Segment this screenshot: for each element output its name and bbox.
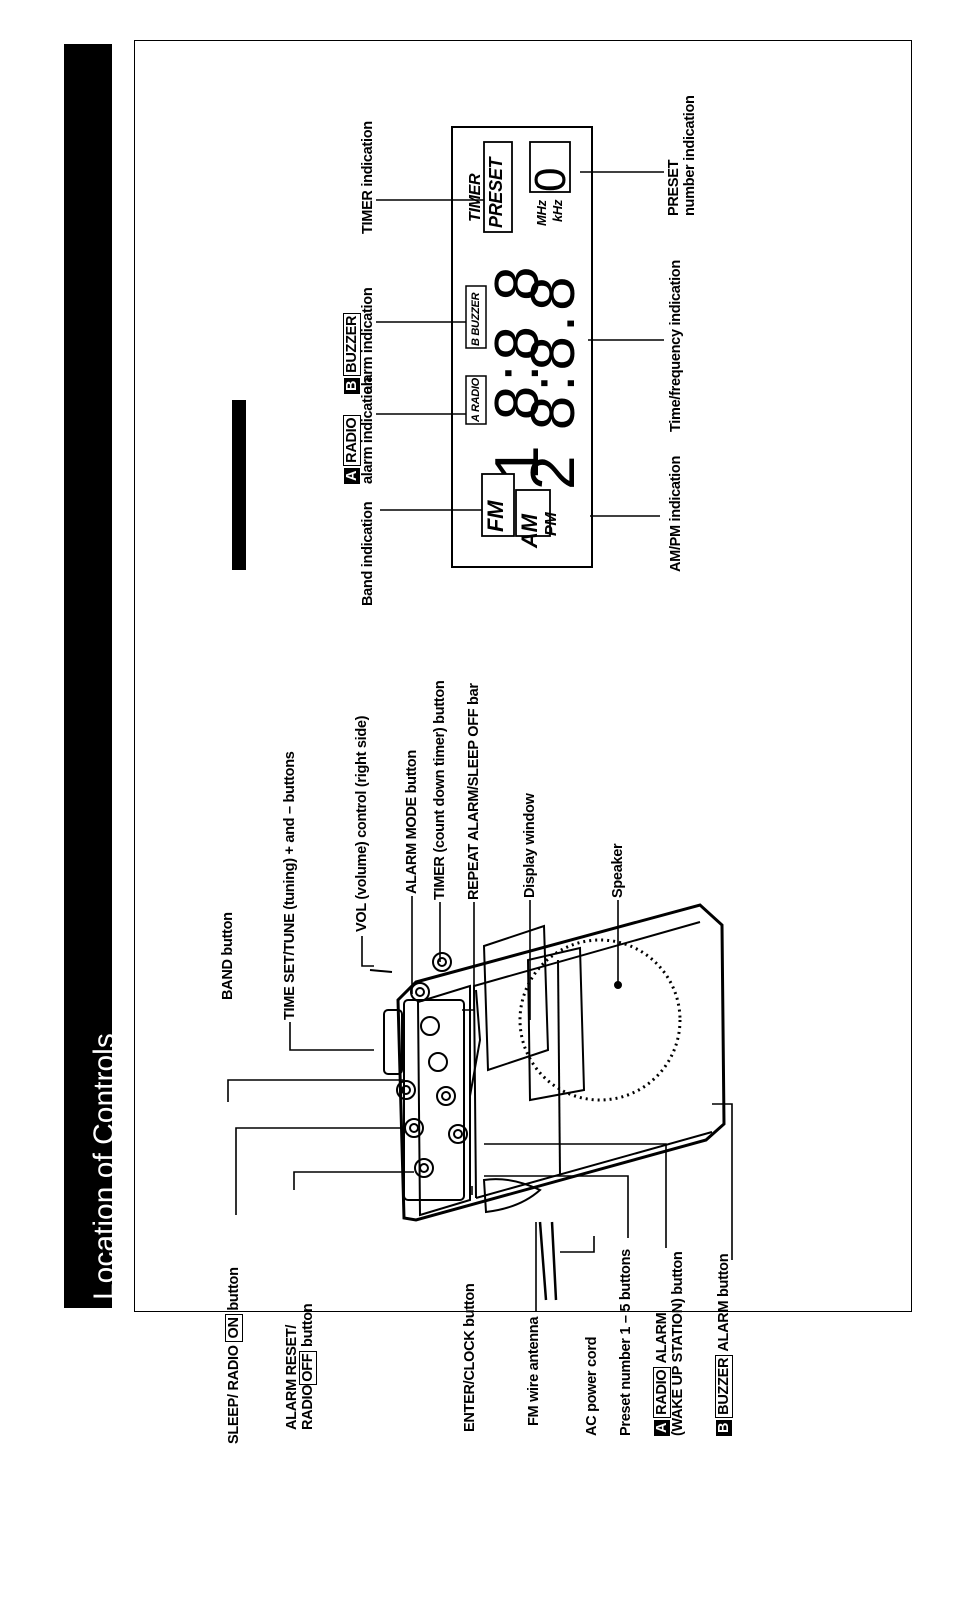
lcd-leader-lines [376, 171, 664, 517]
timer-button-label: TIMER (count down timer) button [432, 680, 448, 900]
buzzer-alarm-indication-sub: alarm indication [360, 287, 376, 394]
alarm-radio-label: ARADIO ALARM [653, 1313, 671, 1436]
redacted-heading [232, 400, 246, 570]
alarm-reset-label: ALARM RESET/ [284, 1324, 300, 1430]
preset-indication-label: PRESET [666, 159, 682, 216]
lcd-buzzer-tag: B BUZZER [470, 292, 482, 346]
ac-power-label: AC power cord [584, 1336, 600, 1436]
lcd-khz: kHz [550, 199, 565, 222]
alarm-mode-label: ALARM MODE button [404, 750, 420, 894]
device-leader-lines [227, 896, 733, 1312]
lcd-timer: TIMER [467, 173, 484, 222]
display-window-label: Display window [522, 793, 538, 898]
wake-up-station-label: (WAKE UP STATION) button [670, 1251, 686, 1437]
lcd-pm: PM [543, 512, 560, 536]
lcd-radio-tag: A RADIO [470, 378, 482, 422]
lcd-preset: PRESET [486, 157, 506, 228]
speaker-label: Speaker [610, 843, 626, 898]
preset-buttons-label: Preset number 1 – 5 buttons [618, 1249, 634, 1436]
lcd-mhz: MHz [534, 200, 549, 226]
radio-off-label: RADIOOFF button [299, 1303, 317, 1430]
title-bar [64, 44, 112, 1308]
radio-device-drawing [369, 903, 726, 1301]
band-button-label: BAND button [220, 912, 236, 1000]
time-set-tune-label: TIME SET/TUNE (tuning) + and – buttons [282, 751, 298, 1020]
repeat-alarm-label: REPEAT ALARM/SLEEP OFF bar [466, 683, 482, 900]
lcd-fm: FM [483, 500, 508, 532]
lcd-preset-digit: 0 [526, 167, 575, 192]
fm-antenna-label: FM wire antenna [526, 1316, 542, 1426]
buzzer-alarm-indication-label: BBUZZER [343, 312, 361, 394]
ampm-indication-label: AM/PM indication [668, 455, 684, 572]
radio-alarm-indication-label: ARADIO [343, 414, 361, 484]
lcd-drawing [451, 126, 593, 568]
content-frame [134, 40, 912, 1312]
time-freq-indication-label: Time/frequency indication [668, 260, 684, 432]
timer-indication-label: TIMER indication [360, 121, 376, 234]
band-indication-label: Band indication [360, 501, 376, 606]
lcd-digits-bottom: 2 8:8.8 [519, 272, 588, 490]
buzzer-alarm-label: BBUZZER ALARM button [715, 1254, 733, 1436]
enter-clock-label: ENTER/CLOCK button [462, 1283, 478, 1432]
vol-control-label: VOL (volume) control (right side) [354, 715, 370, 932]
lcd-am: AM [517, 514, 542, 548]
preset-indication-sub: number indication [682, 95, 698, 216]
sleep-radio-on-label: SLEEP/ RADIO ON button [225, 1267, 243, 1444]
